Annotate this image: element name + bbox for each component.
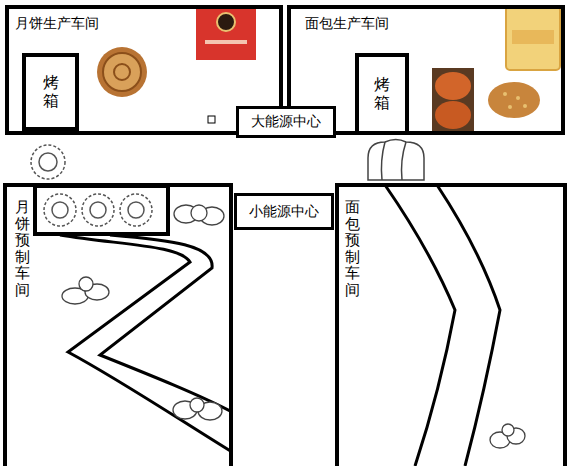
bread-bag-picture — [512, 30, 554, 44]
room-label: 小能源中心 — [249, 203, 319, 221]
room-label: 大能源中心 — [251, 113, 321, 131]
energy-center-box: 大能源中心 — [236, 106, 336, 138]
vertical-label: 面包预制车间 — [345, 199, 360, 298]
oven-box: 烤箱 — [22, 53, 79, 131]
vertical-label: 烤箱 — [43, 74, 59, 109]
package-picture — [217, 13, 235, 31]
package-picture — [205, 40, 247, 44]
small-square — [208, 116, 215, 123]
vertical-label: 月饼预制车间 — [15, 199, 30, 298]
package-picture — [196, 8, 256, 60]
mooncake-outline — [44, 194, 152, 226]
conveyor-belt — [60, 185, 500, 466]
mooncake-outline — [31, 145, 65, 179]
mooncake-picture — [103, 53, 141, 91]
workshop-room: 月饼预制车间 — [3, 183, 233, 466]
mooncake-picture — [114, 64, 130, 80]
energy-center-box: 小能源中心 — [234, 193, 334, 230]
room-label: 月饼生产车间 — [15, 15, 99, 33]
mooncake-picture — [97, 47, 147, 97]
vertical-label: 烤箱 — [374, 76, 390, 111]
room-label: 面包生产车间 — [305, 15, 389, 33]
bread-picture — [488, 82, 540, 118]
buns-picture — [432, 68, 474, 132]
oven-box: 烤箱 — [355, 53, 409, 135]
bread-outline — [368, 140, 424, 181]
workshop-room: 面包预制车间 — [335, 183, 567, 466]
buns-picture — [435, 72, 471, 100]
buns-picture — [435, 101, 471, 129]
bread-bag-picture — [506, 6, 560, 70]
mooncake-tray — [35, 186, 168, 234]
hand-doodle — [62, 205, 525, 448]
